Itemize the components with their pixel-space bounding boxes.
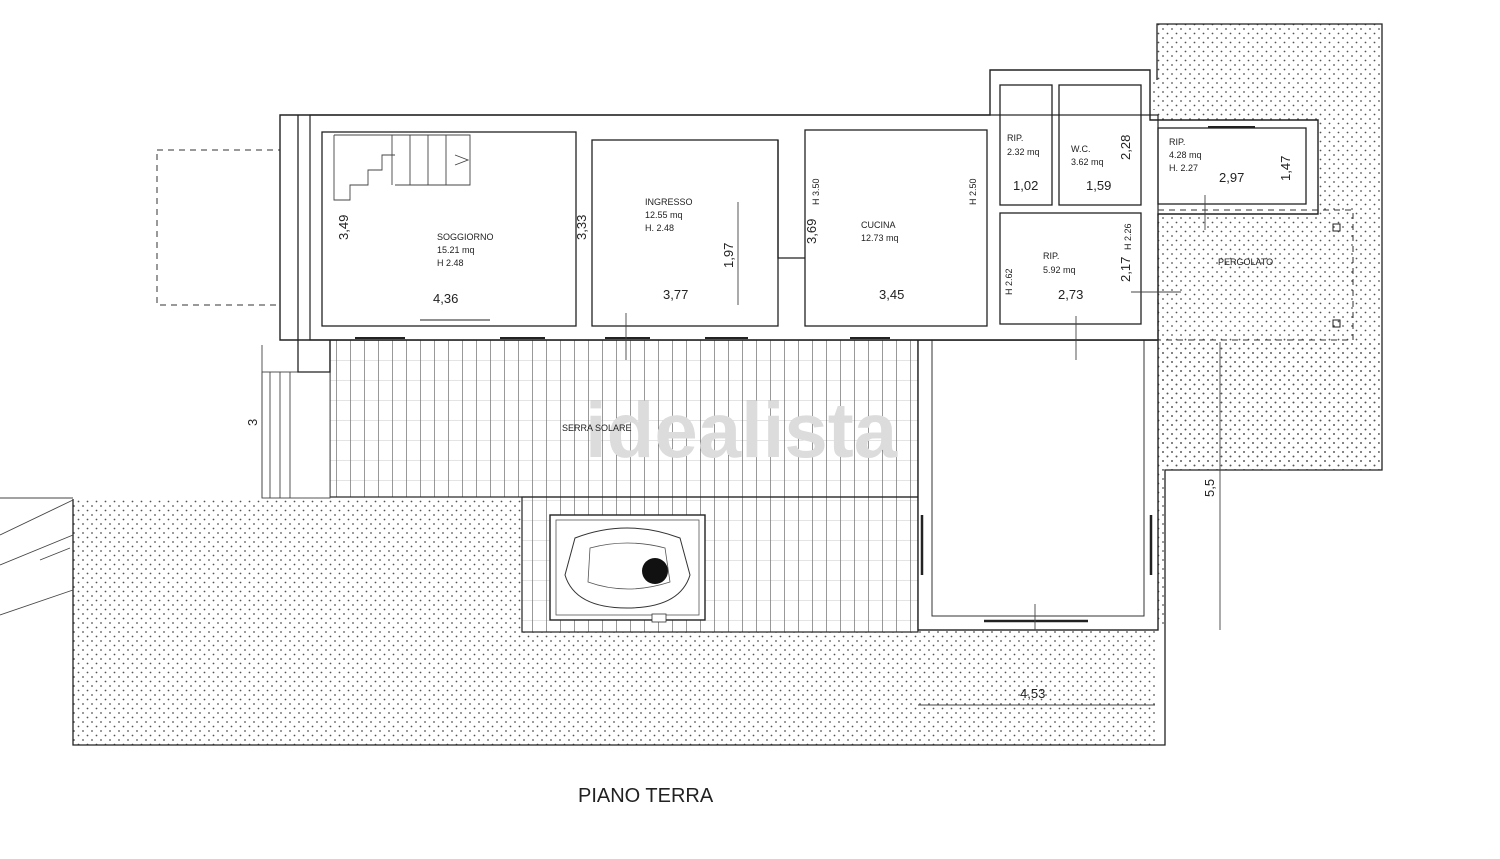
plan-title: PIANO TERRA: [578, 785, 714, 807]
entry-steps: [0, 345, 331, 616]
hot-tub: [549, 514, 706, 623]
dim-349: 3,49: [336, 215, 351, 240]
dim-333: 3,33: [574, 215, 589, 240]
ingresso-height: H. 2.48: [645, 223, 674, 233]
dim-297: 2,97: [1219, 170, 1244, 185]
height-250: H 2.50: [968, 178, 978, 205]
watermark: idealista: [585, 386, 898, 474]
dim-102: 1,02: [1013, 178, 1038, 193]
rip2-name: RIP.: [1043, 251, 1059, 261]
dimension-labels: 3,49 4,36 3,33 3,77 1,97 3,69 3,45 1,02 …: [245, 135, 1293, 701]
dim-228: 2,28: [1118, 135, 1133, 160]
wc-area: 3.62 mq: [1071, 157, 1104, 167]
height-labels: H 3.50 H 2.50 H 2.62 H 2.26: [811, 178, 1133, 295]
serra-name: SERRA SOLARE: [562, 423, 632, 433]
pergolato: [1157, 209, 1354, 341]
ingresso-name: INGRESSO: [645, 197, 693, 207]
cucina-area: 12.73 mq: [861, 233, 899, 243]
dim-147: 1,47: [1278, 156, 1293, 181]
dim-197: 1,97: [721, 243, 736, 268]
rip2-area: 5.92 mq: [1043, 265, 1076, 275]
dim-453: 4,53: [1020, 686, 1045, 701]
ingresso-area: 12.55 mq: [645, 210, 683, 220]
height-262: H 2.62: [1004, 268, 1014, 295]
garden-area: [72, 23, 1383, 746]
dim-369: 3,69: [804, 219, 819, 244]
house-walls: [279, 69, 1319, 706]
canopy-outline: [156, 149, 283, 306]
room-labels: SOGGIORNO 15.21 mq H 2.48 INGRESSO 12.55…: [437, 133, 1273, 433]
serra-solare-deck: [329, 339, 919, 633]
height-350: H 3.50: [811, 178, 821, 205]
dim-377: 3,77: [663, 287, 688, 302]
dim-159: 1,59: [1086, 178, 1111, 193]
height-226: H 2.26: [1123, 223, 1133, 250]
soggiorno-height: H 2.48: [437, 258, 464, 268]
dim-436: 4,36: [433, 291, 458, 306]
rip3-area: 4.28 mq: [1169, 150, 1202, 160]
wc-name: W.C.: [1071, 144, 1091, 154]
dim-345: 3,45: [879, 287, 904, 302]
veranda: [917, 339, 1159, 631]
cucina-name: CUCINA: [861, 220, 896, 230]
rip1-name: RIP.: [1007, 133, 1023, 143]
dim-55: 5,5: [1202, 479, 1217, 497]
dim-273: 2,73: [1058, 287, 1083, 302]
soggiorno-area: 15.21 mq: [437, 245, 475, 255]
rip1-area: 2.32 mq: [1007, 147, 1040, 157]
rip3-name: RIP.: [1169, 137, 1185, 147]
dim-3: 3: [245, 419, 260, 426]
dim-217: 2,17: [1118, 257, 1133, 282]
pergolato-name: PERGOLATO: [1218, 257, 1273, 267]
rip3-height: H. 2.27: [1169, 163, 1198, 173]
soggiorno-name: SOGGIORNO: [437, 232, 494, 242]
